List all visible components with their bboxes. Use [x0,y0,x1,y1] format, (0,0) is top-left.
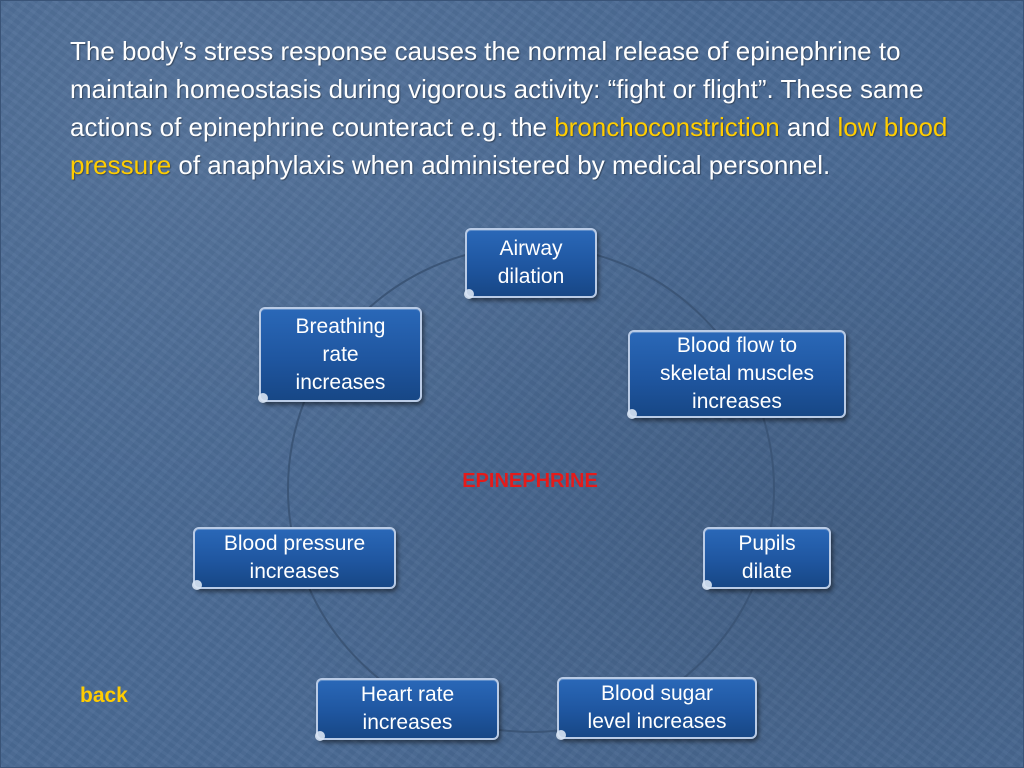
node-airway-dilation: Airway dilation [464,228,597,299]
highlight-bronchoconstriction: bronchoconstriction [554,112,780,142]
center-label-epinephrine: EPINEPHRINE [462,470,598,492]
back-link[interactable]: back [80,684,128,707]
node-blood-flow: Blood flow to skeletal muscles increases [627,330,846,419]
highlight-low-blood-pressure: low blood pressure [70,112,948,180]
node-heart-rate: Heart rate increases [315,678,499,741]
node-pupils-dilate: Pupils dilate [702,527,831,590]
intro-text-1: The body’s stress response causes the no… [70,36,924,142]
node-blood-sugar: Blood sugar level increases [556,677,757,740]
intro-text-3: of anaphylaxis when administered by medi… [171,150,831,180]
node-blood-pressure: Blood pressure increases [192,527,396,590]
intro-text-2: and [779,112,838,142]
intro-paragraph: The body’s stress response causes the no… [70,32,970,184]
node-breathing-rate: Breathing rate increases [258,307,422,403]
